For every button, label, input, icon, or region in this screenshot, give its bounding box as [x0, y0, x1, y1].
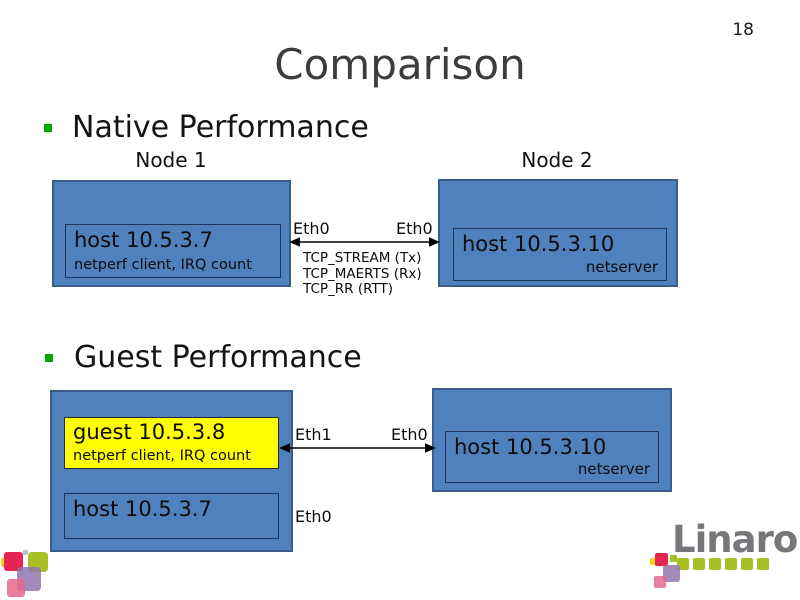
logo-square-yellow: [650, 558, 657, 565]
guest-host-eth-label: Eth0: [295, 507, 332, 526]
linaro-green-squares-icon: [677, 558, 769, 570]
tcp-test-line: TCP_STREAM (Tx): [303, 250, 422, 266]
guest-host-box: host 10.5.3.7: [64, 493, 279, 539]
native-node2-host-box: host 10.5.3.10 netserver: [453, 228, 667, 281]
logo-square-red: [4, 552, 23, 571]
guest-host: host 10.5.3.7: [73, 497, 212, 521]
guest-vm-title: guest 10.5.3.8: [73, 420, 226, 444]
slide-title: Comparison: [274, 40, 526, 89]
native-node1-host-box: host 10.5.3.7 netperf client, IRQ count: [65, 224, 281, 278]
native-node1-subtitle: netperf client, IRQ count: [74, 257, 252, 273]
native-node2-role: netserver: [585, 258, 658, 276]
logo-square-green: [670, 555, 677, 562]
native-node2-box: host 10.5.3.10 netserver: [438, 179, 678, 287]
tcp-test-line: TCP_MAERTS (Rx): [303, 265, 422, 282]
native-node1-host: host 10.5.3.7: [74, 228, 213, 252]
guest-right-box: host 10.5.3.10 netserver: [432, 388, 672, 492]
bullet-icon: [44, 124, 52, 132]
logo-square-pink: [654, 576, 666, 588]
native-left-eth-label: Eth0: [293, 219, 330, 238]
native-heading: Native Performance: [72, 110, 369, 145]
guest-left-box: guest 10.5.3.8 netperf client, IRQ count…: [50, 390, 293, 552]
guest-vm-subtitle: netperf client, IRQ count: [73, 448, 251, 464]
logo-square-red: [655, 553, 668, 566]
node1-label: Node 1: [135, 148, 207, 172]
native-tcp-tests: TCP_STREAM (Tx) TCP_MAERTS (Rx) TCP_RR (…: [303, 250, 422, 298]
guest-heading: Guest Performance: [74, 340, 362, 375]
tcp-test-line: TCP_RR (RTT): [303, 281, 394, 297]
guest-left-eth-label: Eth1: [295, 425, 332, 444]
node2-label: Node 2: [521, 148, 593, 172]
page-number: 18: [732, 20, 754, 40]
logo-square-pink: [7, 579, 25, 597]
guest-right-role: netserver: [577, 460, 650, 478]
native-right-eth-label: Eth0: [396, 219, 433, 238]
logo-square-gray: [23, 550, 28, 555]
guest-link-arrow-icon: [279, 443, 436, 453]
linaro-wordmark: Linaro: [672, 518, 798, 561]
guest-right-host: host 10.5.3.10: [454, 435, 607, 459]
native-node2-host: host 10.5.3.10: [462, 232, 615, 256]
logo-square-purple: [663, 565, 680, 582]
native-link-arrow-icon: [289, 237, 440, 247]
guest-right-eth-label: Eth0: [391, 425, 428, 444]
bullet-icon: [45, 354, 53, 362]
guest-vm-box: guest 10.5.3.8 netperf client, IRQ count: [64, 417, 279, 469]
native-node1-box: host 10.5.3.7 netperf client, IRQ count: [52, 180, 291, 287]
guest-right-host-box: host 10.5.3.10 netserver: [445, 431, 659, 483]
